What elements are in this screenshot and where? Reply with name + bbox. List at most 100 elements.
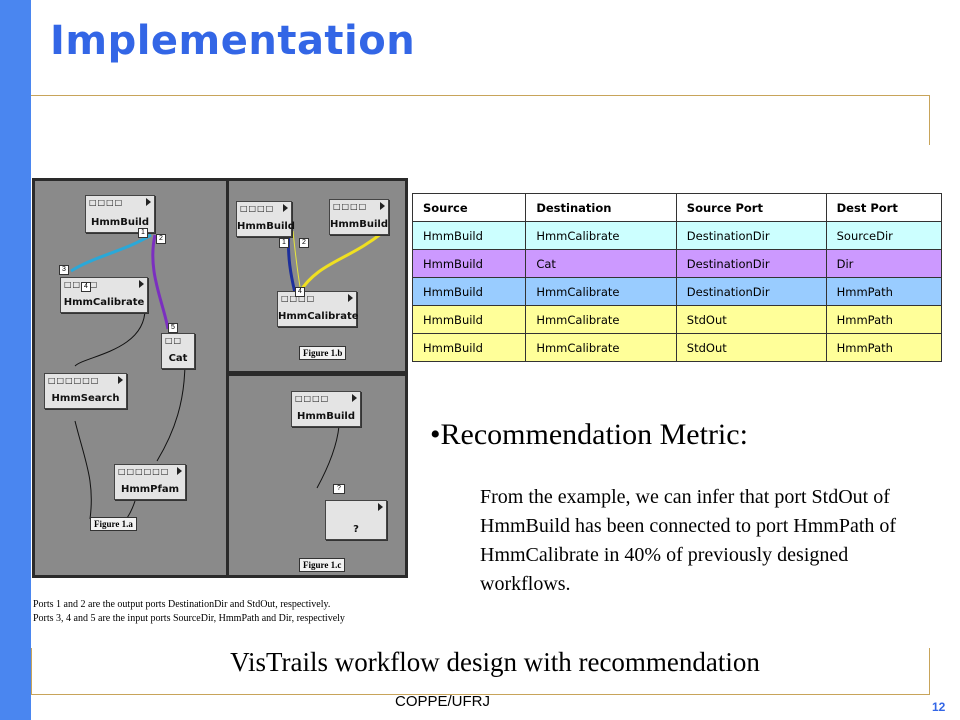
table-cell: HmmBuild	[411, 333, 527, 362]
column-header-source: Source	[411, 193, 527, 222]
module-label: HmmPfam	[120, 484, 180, 495]
table-cell: HmmPath	[825, 277, 943, 306]
table-cell: HmmCalibrate	[525, 277, 677, 306]
table-cell: SourceDir	[825, 221, 943, 250]
module-label: HmmCalibrate	[63, 297, 145, 308]
port-number-3: 3	[59, 265, 69, 275]
module-label: HmmCalibrate	[278, 311, 359, 322]
module-run-icon	[352, 394, 357, 402]
title-divider-edge	[929, 95, 930, 145]
figure-label-1a: Figure 1.a	[90, 517, 137, 531]
left-accent-bar	[0, 0, 31, 720]
module-unknown[interactable]: ?	[325, 500, 387, 540]
table-cell: HmmCalibrate	[525, 333, 677, 362]
port-number-4: 4	[295, 287, 305, 297]
module-hmmbuild-2[interactable]: □□□□ HmmBuild	[329, 199, 389, 235]
title-divider	[31, 95, 930, 96]
port-number-2: 2	[156, 234, 166, 244]
figure-panel-a: □□□□ HmmBuild □□□□ HmmCalibrate □□ Cat □…	[35, 181, 226, 575]
footer-divider-right	[929, 648, 930, 694]
module-run-icon	[348, 294, 353, 302]
page-number: 12	[932, 700, 946, 714]
workflow-figure: □□□□ HmmBuild □□□□ HmmCalibrate □□ Cat □…	[32, 178, 408, 578]
footer-divider	[31, 694, 930, 695]
module-ports: □□□□	[295, 394, 330, 403]
figure-caption-line: Ports 3, 4 and 5 are the input ports Sou…	[33, 613, 345, 624]
module-run-icon	[380, 202, 385, 210]
module-label: HmmBuild	[297, 411, 355, 422]
module-ports: □□□□	[240, 204, 275, 213]
module-run-icon	[177, 467, 182, 475]
port-number-2: 2	[299, 238, 309, 248]
table-cell: HmmBuild	[411, 277, 527, 306]
slide-title: Implementation	[50, 18, 416, 64]
module-ports: □□□□	[89, 198, 124, 207]
module-hmmpfam[interactable]: □□□□□□ HmmPfam	[114, 464, 186, 500]
table-header-row: Source Destination Source Port Dest Port	[411, 193, 943, 222]
recommendation-heading: •Recommendation Metric:	[430, 418, 748, 451]
module-hmmbuild[interactable]: □□□□ HmmBuild	[236, 201, 295, 237]
table-row: HmmBuild Cat DestinationDir Dir	[411, 249, 943, 278]
port-number-5: 5	[168, 323, 178, 333]
port-number-1: 1	[279, 238, 289, 248]
figure-caption: Ports 1 and 2 are the output ports Desti…	[33, 598, 345, 626]
module-hmmsearch[interactable]: □□□□□□ HmmSearch	[44, 373, 127, 409]
table-cell: HmmCalibrate	[525, 221, 677, 250]
module-run-icon	[118, 376, 123, 384]
connection-table: Source Destination Source Port Dest Port…	[411, 193, 943, 362]
module-run-icon	[283, 204, 288, 212]
figure-label-1b: Figure 1.b	[299, 346, 347, 360]
module-hmmcalibrate[interactable]: □□□□ HmmCalibrate	[277, 291, 359, 327]
column-header-dest-port: Dest Port	[825, 193, 943, 222]
table-cell: DestinationDir	[675, 249, 827, 278]
panel-c-connections	[316, 425, 340, 489]
module-label: ?	[353, 524, 359, 535]
wire-search-output	[74, 420, 92, 520]
module-label: HmmBuild	[91, 217, 149, 228]
table-row: HmmBuild HmmCalibrate StdOut HmmPath	[411, 305, 943, 334]
table-cell: HmmBuild	[411, 221, 527, 250]
footer-organization: COPPE/UFRJ	[395, 693, 491, 710]
table-cell: StdOut	[675, 305, 827, 334]
wire-build-unknown	[316, 425, 340, 489]
table-row: HmmBuild HmmCalibrate StdOut HmmPath	[411, 333, 943, 362]
table-row: HmmBuild HmmCalibrate DestinationDir Sou…	[411, 221, 943, 250]
module-ports: □□□□	[281, 294, 316, 303]
module-run-icon	[139, 280, 144, 288]
table-row: HmmBuild HmmCalibrate DestinationDir Hmm…	[411, 277, 943, 306]
table-cell: DestinationDir	[675, 277, 827, 306]
module-ports: □□	[165, 336, 183, 345]
wire-destinationdir-dir	[151, 234, 170, 330]
module-ports: □□□□	[64, 280, 98, 289]
module-ports: □□□□□□	[48, 376, 100, 385]
slide-caption: VisTrails workflow design with recommend…	[230, 647, 760, 677]
module-cat[interactable]: □□ Cat	[161, 333, 195, 369]
module-run-icon	[378, 503, 383, 511]
module-ports: □□□□□□	[118, 467, 170, 476]
port-number-4: 4	[81, 282, 91, 292]
module-hmmcalibrate[interactable]: □□□□ HmmCalibrate	[60, 277, 148, 313]
wire-cat-pfam	[156, 360, 186, 462]
module-run-icon	[146, 198, 151, 206]
table-cell: Cat	[525, 249, 677, 278]
wire-destinationdir-hmmpath	[287, 230, 297, 294]
module-label: HmmBuild	[237, 221, 295, 232]
column-header-destination: Destination	[525, 193, 677, 222]
module-ports: □□□□	[333, 202, 368, 211]
column-header-source-port: Source Port	[675, 193, 827, 222]
module-label: Cat	[168, 353, 188, 364]
wire-stdout-hmmpath	[297, 227, 388, 294]
table-cell: StdOut	[675, 333, 827, 362]
table-cell: HmmCalibrate	[525, 305, 677, 334]
module-hmmbuild[interactable]: □□□□ HmmBuild	[85, 195, 155, 233]
table-cell: DestinationDir	[675, 221, 827, 250]
table-cell: Dir	[825, 249, 943, 278]
module-label: HmmBuild	[330, 219, 388, 230]
table-cell: HmmBuild	[411, 305, 527, 334]
table-cell: HmmPath	[825, 305, 943, 334]
footer-divider-left	[31, 648, 32, 694]
port-number-1: 1	[138, 228, 148, 238]
module-hmmbuild[interactable]: □□□□ HmmBuild	[291, 391, 361, 427]
unknown-port: ?	[333, 484, 345, 494]
figure-panel-b: □□□□ HmmBuild □□□□ HmmBuild □□□□ HmmCali…	[229, 181, 405, 371]
